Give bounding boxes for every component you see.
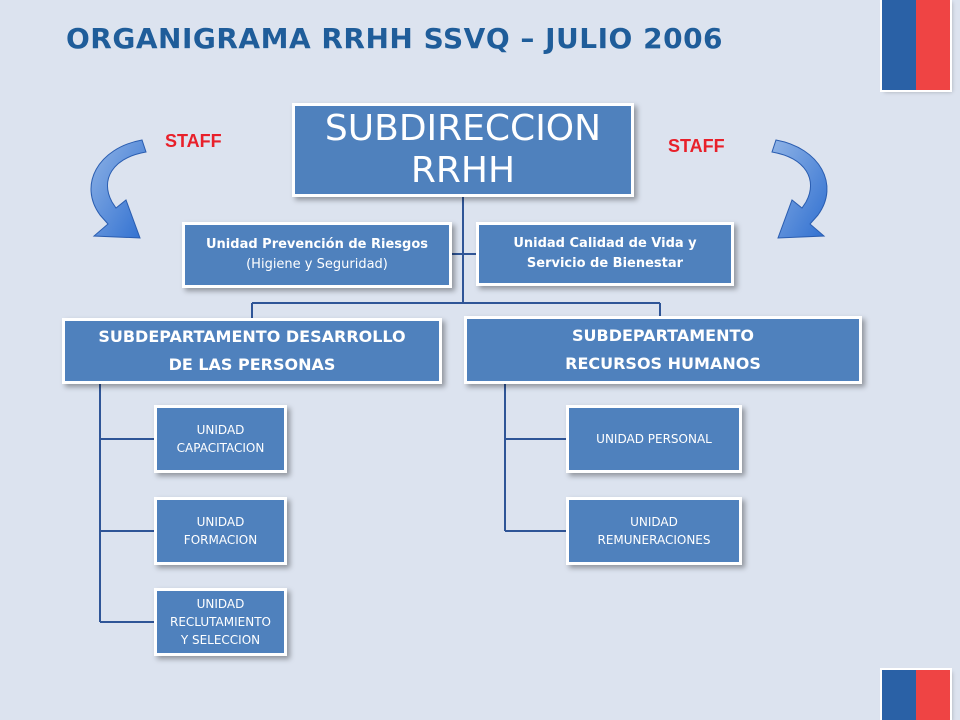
subdepto-desarrollo-line2: DE LAS PERSONAS — [168, 355, 336, 374]
flag-logo-bottom — [882, 670, 950, 720]
page-title: ORGANIGRAMA RRHH SSVQ – JULIO 2006 — [66, 22, 724, 55]
subdepto-rrhh-box: SUBDEPARTAMENTO RECURSOS HUMANOS — [464, 316, 862, 384]
unit-text: UNIDAD — [196, 423, 245, 437]
calidad-vida-box: Unidad Calidad de Vida y Servicio de Bie… — [476, 222, 734, 286]
curved-arrow-left-icon — [90, 139, 147, 239]
subdireccion-line1: SUBDIRECCION — [324, 108, 602, 149]
subdepto-desarrollo-box: SUBDEPARTAMENTO DESARROLLO DE LAS PERSON… — [62, 318, 442, 384]
unit-text: RECLUTAMIENTO — [169, 615, 271, 629]
unidad-capacitacion-box: UNIDAD CAPACITACION — [154, 405, 287, 473]
unit-text: UNIDAD — [196, 597, 245, 611]
subdireccion-box: SUBDIRECCION RRHH — [292, 103, 634, 197]
prevencion-line2: (Higiene y Seguridad) — [246, 257, 388, 272]
unit-text: Y SELECCION — [180, 633, 261, 647]
prevencion-riesgos-box: Unidad Prevención de Riesgos (Higiene y … — [182, 222, 452, 288]
unit-text: REMUNERACIONES — [597, 533, 711, 547]
subdepto-desarrollo-line1: SUBDEPARTAMENTO DESARROLLO — [98, 327, 406, 346]
unidad-remuneraciones-box: UNIDAD REMUNERACIONES — [566, 497, 742, 565]
flag-logo-top — [882, 0, 950, 90]
unit-text: UNIDAD — [196, 515, 245, 529]
subdepto-rrhh-line1: SUBDEPARTAMENTO — [572, 326, 754, 345]
staff-label-right: STAFF — [668, 136, 725, 156]
unidad-reclutamiento-box: UNIDAD RECLUTAMIENTO Y SELECCION — [154, 588, 287, 656]
unit-text: UNIDAD PERSONAL — [596, 432, 712, 446]
staff-label-left: STAFF — [165, 131, 222, 151]
subdireccion-line2: RRHH — [410, 150, 516, 191]
calidad-line2: Servicio de Bienestar — [526, 256, 684, 271]
prevencion-line1: Unidad Prevención de Riesgos — [206, 237, 428, 252]
unidad-personal-box: UNIDAD PERSONAL — [566, 405, 742, 473]
unidad-formacion-box: UNIDAD FORMACION — [154, 497, 287, 565]
calidad-line1: Unidad Calidad de Vida y — [513, 236, 697, 251]
subdepto-rrhh-line2: RECURSOS HUMANOS — [565, 354, 761, 373]
unit-text: CAPACITACION — [176, 441, 265, 455]
unit-text: UNIDAD — [630, 515, 678, 529]
unit-text: FORMACION — [183, 533, 258, 547]
curved-arrow-right-icon — [771, 139, 828, 239]
